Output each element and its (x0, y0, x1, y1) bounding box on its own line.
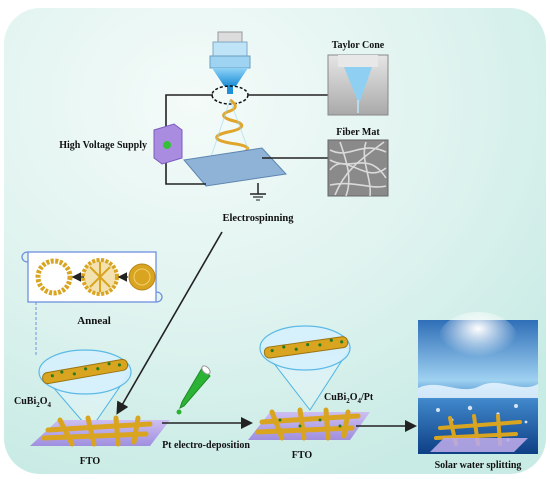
circuit-wires (165, 94, 328, 185)
fiber-section-mid-spokes (89, 262, 111, 292)
taylor-nozzle (338, 55, 378, 67)
pt-droplet (176, 409, 182, 415)
fiber-section-solid (128, 263, 156, 291)
fiber-section-hollow (35, 258, 73, 296)
label-fto-left: FTO (80, 456, 101, 467)
high-voltage-supply (153, 123, 183, 165)
label-fiber-mat: Fiber Mat (336, 127, 380, 138)
label-cubi2o4: CuBi2O4 (14, 396, 52, 409)
syringe-plunger (217, 31, 243, 43)
pt-pipette (176, 365, 211, 415)
taylor-cone-inset (327, 54, 389, 116)
fiber-mat-inset (327, 139, 389, 197)
supply-indicator (163, 141, 171, 149)
label-fto-mid: FTO (292, 450, 313, 461)
anneal-panel (21, 251, 163, 356)
background-panel (4, 8, 546, 474)
label-electrospinning: Electrospinning (223, 213, 295, 224)
arrow-electrospinning-to-fto (116, 231, 223, 415)
fto-cubi2o4-pt-mid (248, 325, 370, 441)
label-solar-water-splitting: Solar water splitting (435, 460, 522, 471)
fiber-mesh-mid (255, 407, 361, 441)
wire-top (165, 94, 213, 128)
single-fiber-left (42, 358, 129, 385)
collector-plate (183, 147, 288, 187)
syringe-barrel (212, 41, 248, 57)
electrospinning-apparatus (183, 31, 288, 201)
single-fiber-mid (263, 336, 349, 359)
water-surface (418, 382, 538, 398)
needle (227, 86, 233, 94)
solar-water-splitting-image (418, 312, 538, 454)
syringe-body (209, 55, 251, 69)
fiber-mesh-left (41, 415, 153, 447)
sun-glare (438, 312, 518, 368)
syringe-tip (212, 68, 248, 86)
submerged-fto (430, 438, 528, 452)
label-high-voltage-supply: High Voltage Supply (59, 140, 147, 151)
fto-cubi2o4-left (30, 349, 170, 447)
label-anneal: Anneal (77, 315, 111, 327)
wire-bottom (165, 160, 206, 185)
label-cubi2o4-pt: CuBi2O4/Pt (324, 392, 374, 405)
label-taylor-cone: Taylor Cone (332, 40, 385, 51)
pipette-body (179, 367, 211, 409)
label-pt-deposition: Pt electro-deposition (162, 440, 250, 451)
taylor-cone-shape (344, 67, 372, 104)
